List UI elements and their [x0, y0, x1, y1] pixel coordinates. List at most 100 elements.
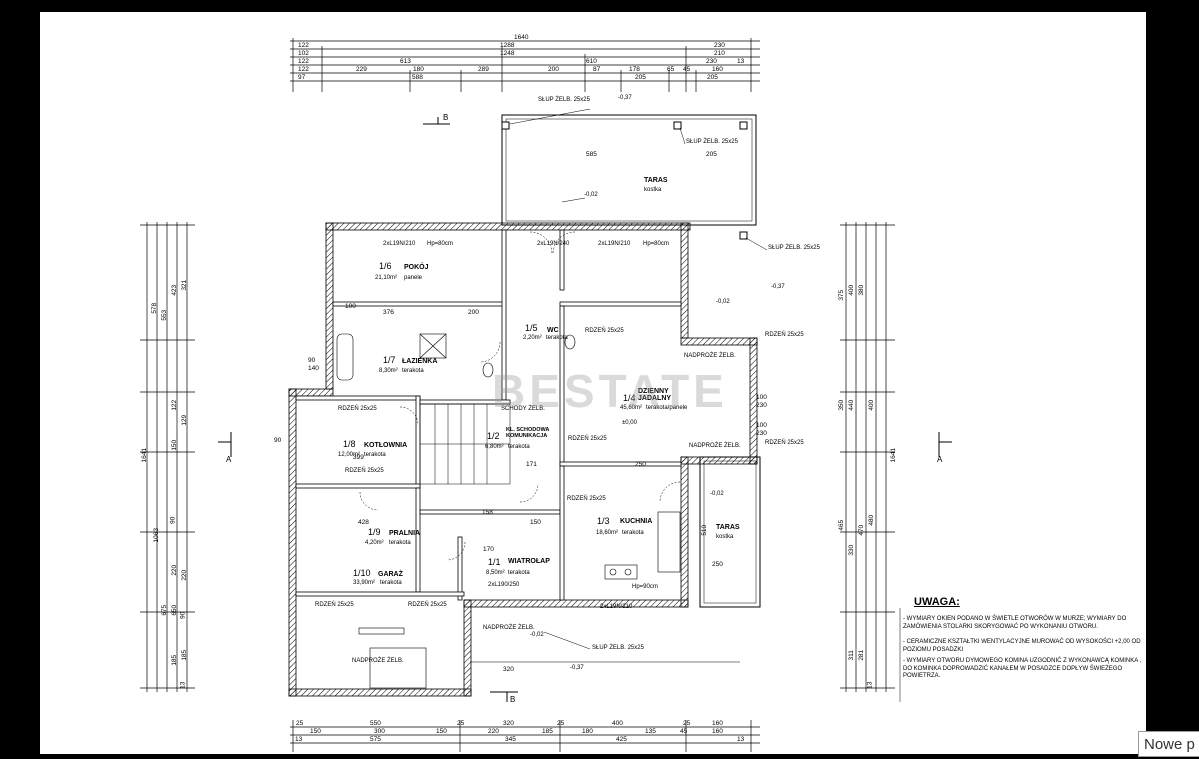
window-label-4: 2xL19N/210: [600, 604, 633, 610]
dim-top-r5-d: 289: [478, 66, 489, 73]
room-1-3-area: 18,60m²: [596, 530, 619, 536]
room-1-7-area: 8,30m²: [379, 368, 398, 374]
dim-top-r6-a: 97: [298, 74, 306, 81]
room-1-10-number: 1/10: [353, 568, 371, 578]
lintel-label-1: NADPROŻE ŻELB.: [684, 353, 736, 359]
dim-inner-205: 205: [706, 151, 717, 158]
dim-top-r4-b: 613: [400, 58, 411, 65]
new-tab-button[interactable]: Nowe p: [1138, 731, 1199, 757]
dim-bot-r1-e: 25: [557, 720, 565, 727]
dim-right-d: 380: [858, 284, 866, 296]
dim-top-r2-a: 122: [298, 42, 309, 49]
dim-inner-250a: 250: [635, 461, 646, 468]
room-1-9-number: 1/9: [368, 527, 381, 537]
dim-left-q: 185: [171, 654, 179, 666]
dim-top-r6-d: 205: [707, 74, 718, 81]
room-1-1-area: 8,50m²: [486, 570, 505, 576]
dim-left-k: 129: [181, 414, 189, 426]
dim-bot-r3-d: 425: [616, 736, 627, 743]
dim-inner-510: 510: [701, 524, 709, 536]
room-1-3-number: 1/3: [597, 516, 610, 526]
room-1-9-area: 4,20m²: [365, 540, 384, 546]
dim-top-r5-a: 122: [298, 66, 309, 73]
dim-top-r5-h: 65: [667, 66, 675, 73]
dim-inner-158: 158: [482, 509, 493, 516]
level-2: -0,37: [771, 284, 785, 290]
dim-top-r4-d: 230: [706, 58, 717, 65]
dim-inner-100b: 100: [756, 394, 767, 401]
room-1-10-area: 33,90m²: [353, 580, 376, 586]
watermark: BESTATE: [492, 365, 728, 417]
dim-bot-r2-b: 300: [374, 728, 385, 735]
floor-plan: [140, 38, 952, 752]
dim-bot-r2-f: 180: [582, 728, 593, 735]
dim-left-l: 122: [171, 399, 179, 411]
dim-bot-r1-a: 25: [296, 720, 304, 727]
dim-bot-r3-c: 345: [505, 736, 516, 743]
dim-inner-250b: 250: [712, 561, 723, 568]
dim-top-r5-g: 178: [629, 66, 640, 73]
dim-top-r3-b: 1248: [500, 50, 515, 57]
dim-left-i: 90: [179, 611, 187, 619]
window-label-5: 2xL190/250: [488, 582, 520, 588]
dim-top-r5-e: 200: [548, 66, 559, 73]
room-1-10-name: GARAŻ: [378, 571, 403, 578]
dim-bot-r1-c: 25: [457, 720, 465, 727]
notes-title: UWAGA:: [914, 596, 960, 608]
note-2: - CERAMICZNE KSZTAŁTKI WENTYLACYJNE MURO…: [903, 639, 1141, 653]
column-label-1: SŁUP ŻELB. 25x25: [538, 97, 590, 103]
room-1-7-finish: terakota: [402, 368, 424, 374]
dim-inner-100c: 100: [756, 422, 767, 429]
dim-left-p: 90: [169, 516, 177, 524]
dim-bot-r1-b: 550: [370, 720, 381, 727]
dim-right-k: 330: [848, 544, 856, 556]
dim-bot-r2-a: 150: [310, 728, 321, 735]
dim-bot-r2-c: 150: [436, 728, 447, 735]
room-1-2-name: KL. SCHODOWA KOMUNIKACJA: [506, 427, 550, 439]
core-label-2: RDZEŃ 25x25: [765, 332, 804, 338]
dim-inner-376: 376: [383, 309, 394, 316]
core-label-9: RDZEŃ 25x25: [408, 602, 447, 608]
window-label-1: 2xL19N/210: [383, 241, 416, 247]
dim-top-r5-i: 45: [683, 66, 691, 73]
room-1-4-finish: terakota/panele: [646, 405, 688, 411]
dim-inner-585: 585: [586, 151, 597, 158]
dim-left-r: 13: [179, 681, 187, 689]
dim-top-r5-c: 180: [413, 66, 424, 73]
lintel-label-2: NADPROŻE ŻELB.: [689, 443, 741, 449]
dim-right-g: 400: [868, 399, 876, 411]
dim-top-r2-c: 230: [714, 42, 725, 49]
dim-right-f: 440: [848, 399, 856, 411]
dim-top-r3-a: 102: [298, 50, 309, 57]
room-1-2-area: 6,80m²: [485, 444, 504, 450]
dim-right-c: 400: [848, 284, 856, 296]
section-b-bottom: B: [510, 695, 516, 704]
dim-left-f: 321: [181, 279, 189, 291]
column-label-2: SŁUP ŻELB. 25x25: [686, 139, 738, 145]
core-label-4: RDZEŃ 25x25: [568, 436, 607, 442]
room-1-5-number: 1/5: [525, 323, 538, 333]
dim-bot-r2-i: 160: [712, 728, 723, 735]
lintel-label-4: NADPROŻE ŻELB.: [483, 625, 535, 631]
room-1-4-area: 45,60m²: [620, 405, 643, 411]
dim-top-r4-a: 122: [298, 58, 309, 65]
dim-right-m: 281: [858, 649, 866, 661]
dim-left-m: 675: [161, 604, 169, 616]
dim-inner-200: 200: [468, 309, 479, 316]
dim-inner-171: 171: [526, 461, 537, 468]
core-label-5: RDZEŃ 25x25: [765, 440, 804, 446]
room-1-5-area: 2,20m²: [523, 335, 542, 341]
dim-bot-r1-h: 160: [712, 720, 723, 727]
dim-top-r5-f: 87: [593, 66, 601, 73]
room-1-3-name: KUCHNIA: [620, 518, 653, 525]
room-1-1-name: WIATROŁAP: [508, 558, 550, 565]
dim-left-h: 220: [181, 569, 189, 581]
dim-left-g: 185: [181, 649, 189, 661]
dim-right-l: 311: [847, 650, 855, 661]
dim-left-b: 1063: [152, 528, 160, 543]
note-1: - WYMIARY OKIEN PODANO W ŚWIETLE OTWORÓW…: [903, 616, 1127, 630]
terrace-right-label: TARAS: [716, 524, 740, 531]
dim-left-j: 150: [171, 439, 179, 451]
column-label-3: SŁUP ŻELB. 25x25: [768, 245, 820, 251]
level-5: -0,02: [716, 299, 730, 305]
